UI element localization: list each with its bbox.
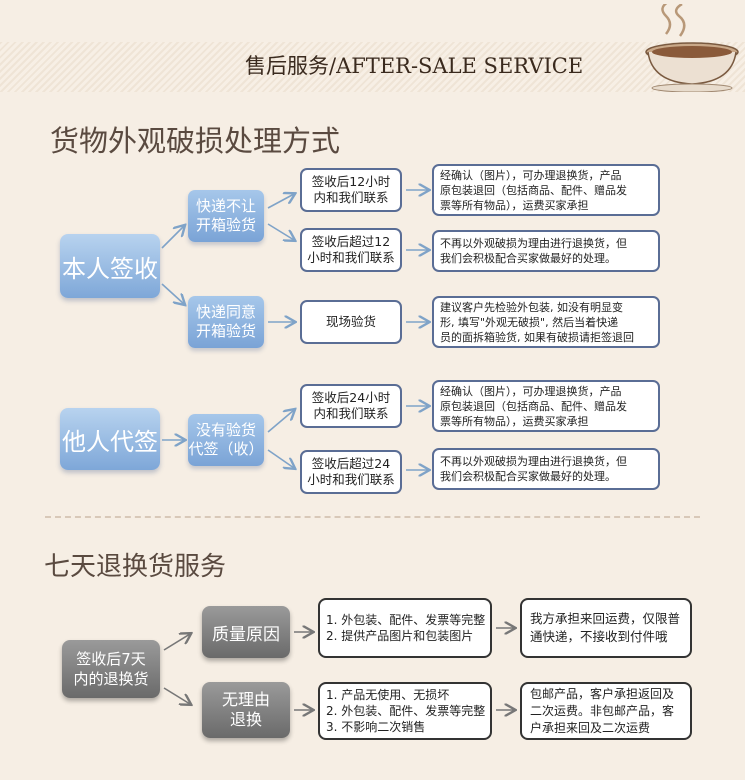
start-line1: 签收后7天 xyxy=(76,650,146,668)
no-reason-line2: 退换 xyxy=(229,710,262,729)
within-12h-box: 签收后12小时内和我们联系 xyxy=(300,168,402,212)
over-24h-line1: 签收后超过24 xyxy=(311,456,391,471)
condition-line: 2. 外包装、配件、发票等完整 xyxy=(326,704,486,718)
other-sign-box: 他人代签 xyxy=(60,408,160,470)
no-reason-conditions: 1. 产品无使用、无损坏 2. 外包装、配件、发票等完整 3. 不影响二次销售 xyxy=(318,682,492,740)
return-section-title: 七天退换货服务 xyxy=(44,552,227,582)
header-band xyxy=(0,42,745,92)
result-line: 票等所有物品），运费买家承担 xyxy=(440,414,589,428)
result-line: 原包装退回（包括商品、配件、赠品发 xyxy=(440,183,627,197)
result-line: 票等所有物品），运费买家承担 xyxy=(440,198,589,212)
over-12h-line2: 小时和我们联系 xyxy=(307,250,395,265)
result-line: 二次运费。非包邮产品，客 xyxy=(530,703,675,718)
onsite-check-box: 现场验货 xyxy=(300,300,402,344)
over-12h-line1: 签收后超过12 xyxy=(311,234,391,249)
result-line: 包邮产品，客户承担返回及 xyxy=(530,686,675,701)
courier-allow-line2: 开箱验货 xyxy=(195,322,256,340)
result-line: 经确认（图片），可办理退换货，产品 xyxy=(440,384,622,398)
courier-allow-check-box: 快递同意开箱验货 xyxy=(188,296,264,348)
condition-line: 1. 外包装、配件、发票等完整 xyxy=(326,613,486,627)
result-line: 我方承担来回运费，仅限普 xyxy=(530,611,681,626)
result-line: 经确认（图片），可办理退换货，产品 xyxy=(440,168,622,182)
within-12h-result: 经确认（图片），可办理退换货，产品原包装退回（包括商品、配件、赠品发票等所有物品… xyxy=(432,164,660,216)
no-check-sign-box: 没有验货代签（收） xyxy=(188,414,264,466)
result-line: 原包装退回（包括商品、配件、赠品发 xyxy=(440,399,627,413)
within-24h-box: 签收后24小时内和我们联系 xyxy=(300,384,402,428)
onsite-result: 建议客户先检验外包装, 如没有明显变形, 填写"外观无破损", 然后当着快递员的… xyxy=(432,296,660,348)
flow-arrows-top xyxy=(161,0,745,520)
section-divider xyxy=(45,516,700,518)
result-line: 通快递，不接收到付件哦 xyxy=(530,629,668,644)
self-sign-box: 本人签收 xyxy=(60,234,160,298)
quality-result: 我方承担来回运费，仅限普通快递，不接收到付件哦 xyxy=(520,598,692,658)
courier-no-check-box: 快递不让开箱验货 xyxy=(188,190,264,242)
over-24h-result: 不再以外观破损为理由进行退换货，但我们会积极配合买家做最好的处理。 xyxy=(432,448,660,490)
quality-reason-box: 质量原因 xyxy=(202,606,290,658)
courier-no-check-line2: 开箱验货 xyxy=(195,216,256,234)
no-check-line1: 没有验货 xyxy=(195,421,256,439)
over-12h-result: 不再以外观破损为理由进行退换货，但我们会积极配合买家做最好的处理。 xyxy=(432,230,660,272)
within-24h-line1: 签收后24小时 xyxy=(311,390,391,405)
result-line: 建议客户先检验外包装, 如没有明显变 xyxy=(440,300,623,314)
result-line: 不再以外观破损为理由进行退换货，但 xyxy=(440,455,627,468)
condition-line: 2. 提供产品图片和包装图片 xyxy=(326,629,474,643)
condition-line: 1. 产品无使用、无损坏 xyxy=(326,688,450,702)
damage-section-title: 货物外观破损处理方式 xyxy=(50,124,341,158)
within-24h-result: 经确认（图片），可办理退换货，产品原包装退回（包括商品、配件、赠品发票等所有物品… xyxy=(432,380,660,432)
quality-conditions: 1. 外包装、配件、发票等完整 2. 提供产品图片和包装图片 xyxy=(318,598,492,658)
result-line: 不再以外观破损为理由进行退换货，但 xyxy=(440,237,627,250)
condition-line: 3. 不影响二次销售 xyxy=(326,720,426,734)
within-24h-line2: 内和我们联系 xyxy=(313,406,389,421)
over-24h-line2: 小时和我们联系 xyxy=(307,472,395,487)
no-reason-result: 包邮产品，客户承担返回及二次运费。非包邮产品，客户承担来回及二次运费 xyxy=(520,682,692,740)
coffee-cup-icon xyxy=(645,4,739,92)
no-check-line2: 代签（收） xyxy=(188,440,264,458)
seven-day-start-box: 签收后7天内的退换货 xyxy=(62,640,160,698)
no-reason-box: 无理由退换 xyxy=(202,682,290,738)
result-line: 员的面拆箱验货, 如果有破损请拒签退回 xyxy=(440,330,634,344)
result-line: 户承担来回及二次运费 xyxy=(530,720,651,735)
result-line: 我们会积极配合买家做最好的处理。 xyxy=(440,252,616,265)
no-reason-line1: 无理由 xyxy=(221,690,270,709)
within-12h-line1: 签收后12小时 xyxy=(311,174,391,189)
result-line: 形, 填写"外观无破损", 然后当着快递 xyxy=(440,315,619,329)
courier-allow-line1: 快递同意 xyxy=(195,303,256,321)
start-line2: 内的退换货 xyxy=(73,670,149,688)
page-header-title: 售后服务/AFTER-SALE SERVICE xyxy=(245,54,584,78)
within-12h-line2: 内和我们联系 xyxy=(313,190,389,205)
result-line: 我们会积极配合买家做最好的处理。 xyxy=(440,470,616,483)
courier-no-check-line1: 快递不让 xyxy=(195,197,256,215)
